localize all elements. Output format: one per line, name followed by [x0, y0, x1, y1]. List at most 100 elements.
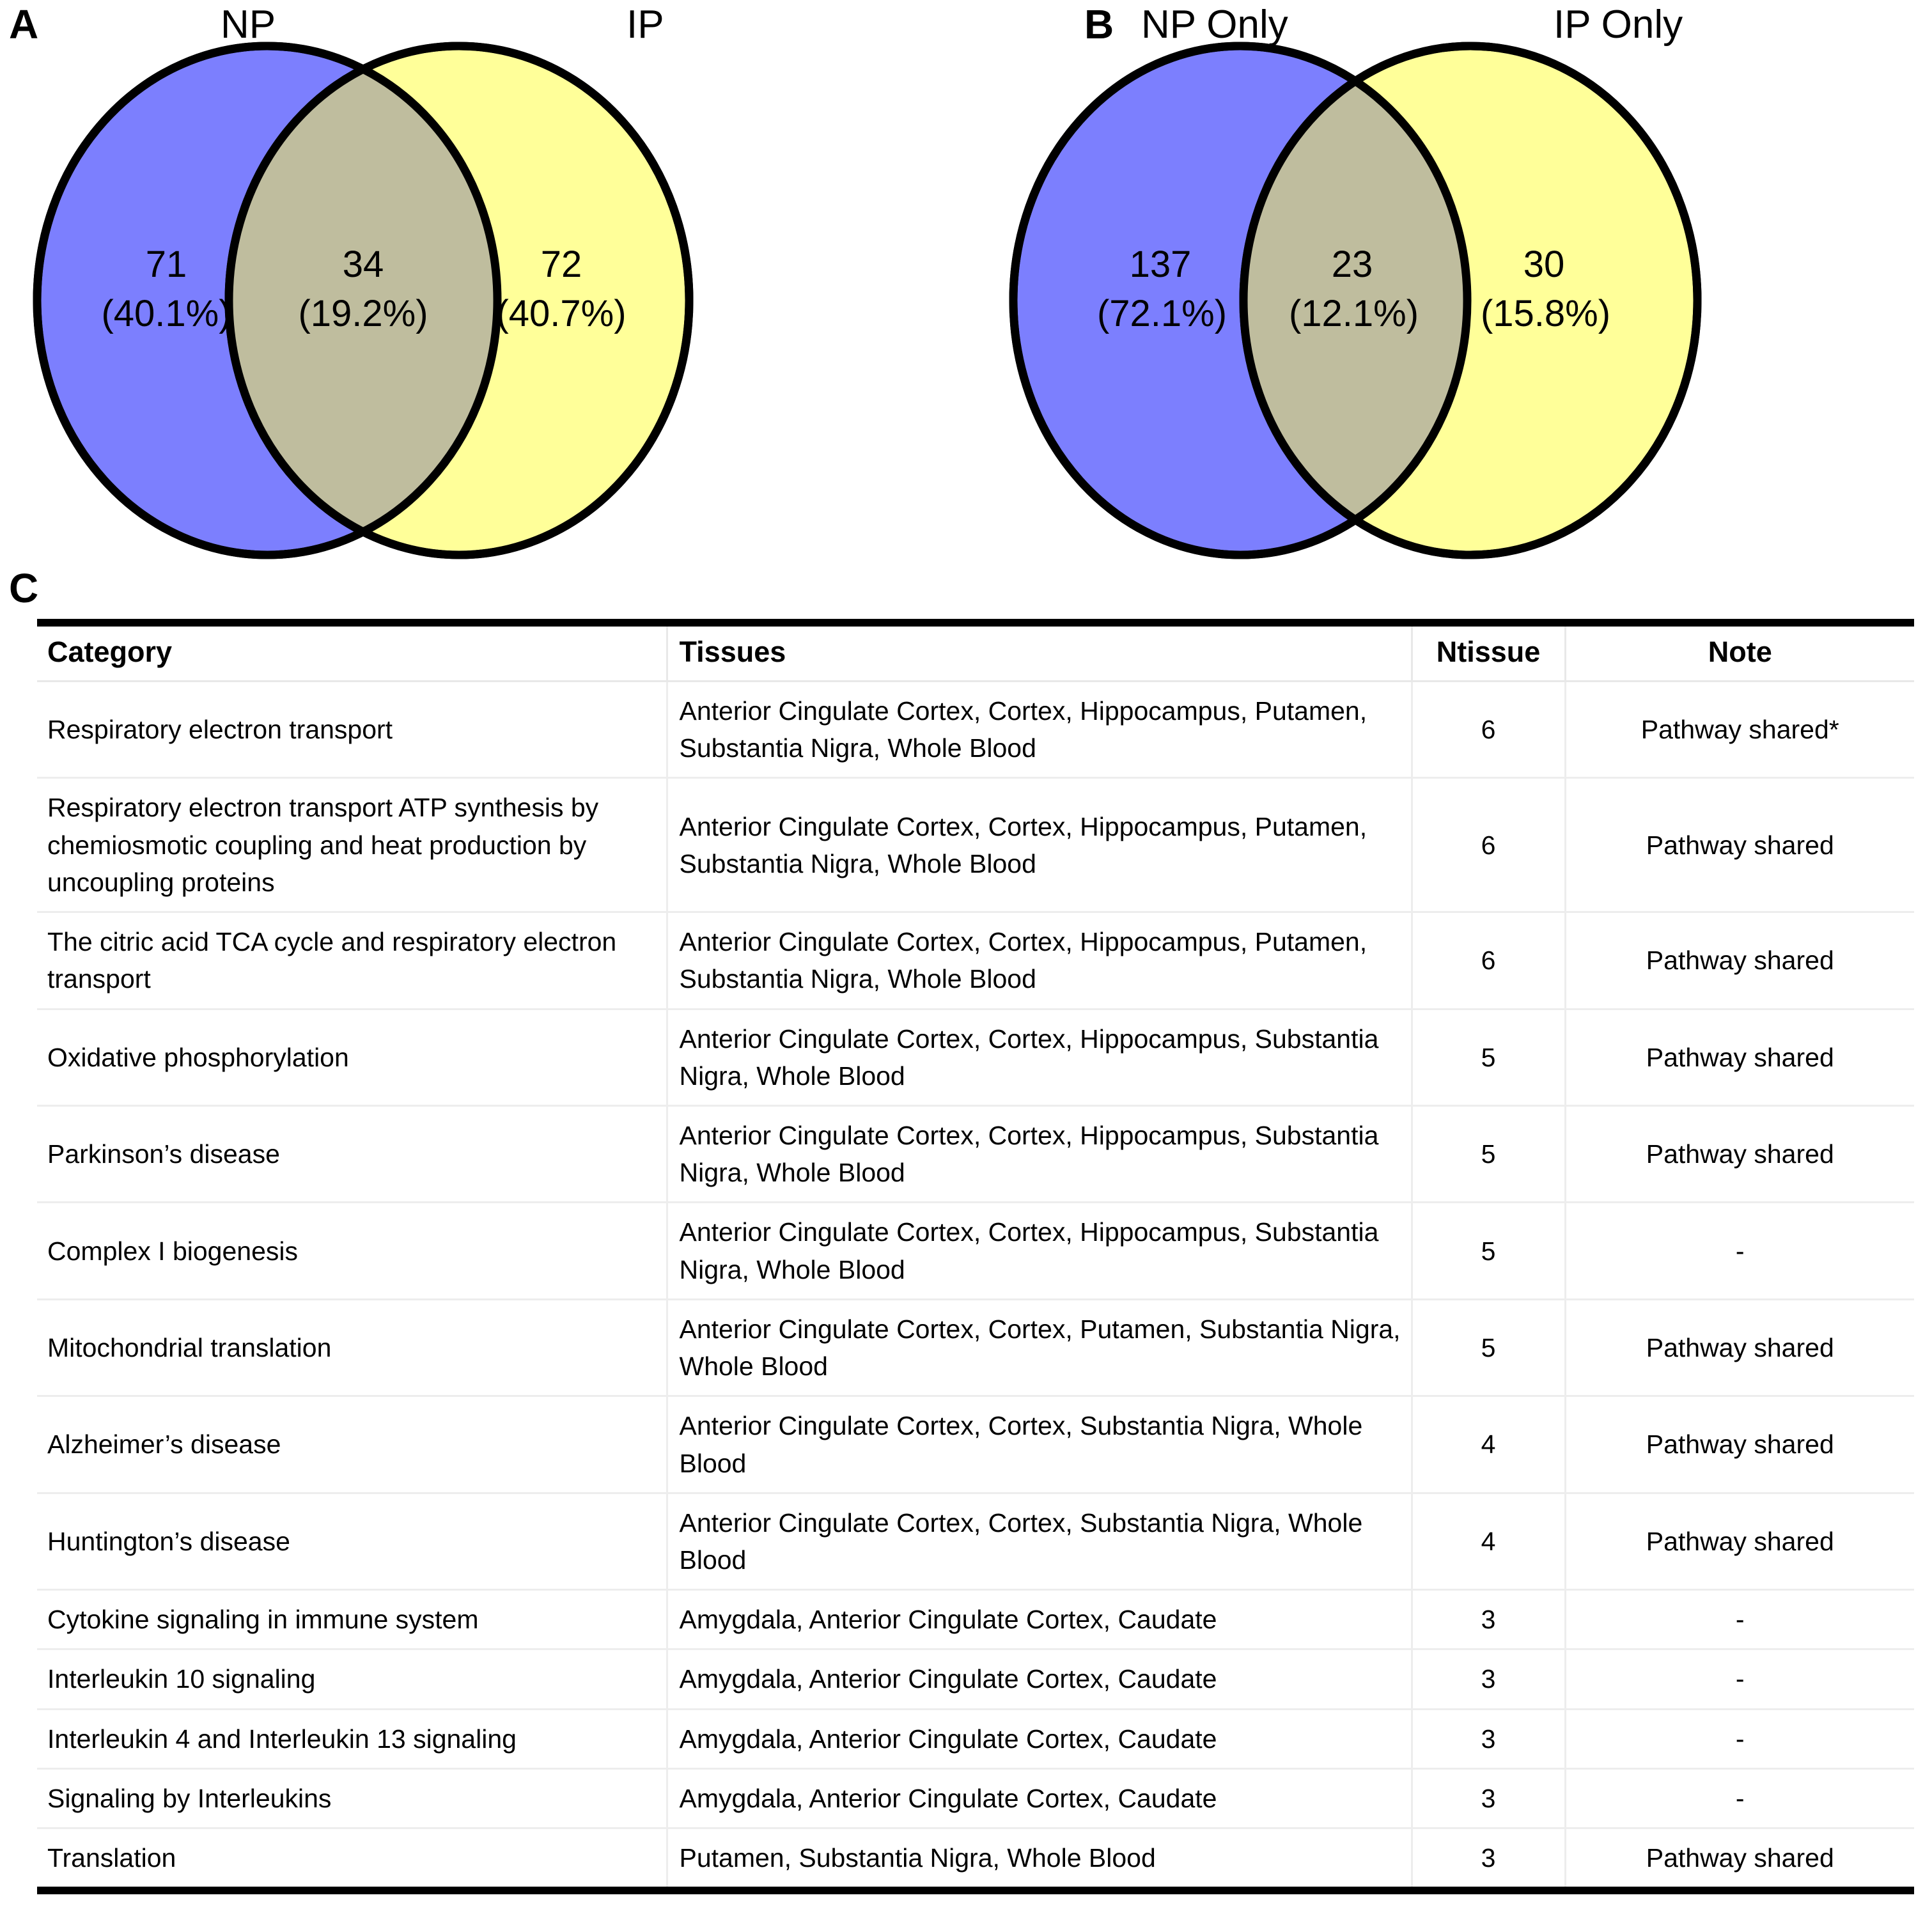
- cell-tissues: Anterior Cingulate Cortex, Cortex, Hippo…: [666, 777, 1412, 914]
- cell-tissues: Anterior Cingulate Cortex, Cortex, Subst…: [666, 1493, 1412, 1591]
- panel-c-letter: C: [9, 565, 39, 611]
- cell-note: -: [1564, 1768, 1914, 1830]
- cell-ntissue: 5: [1410, 1202, 1565, 1300]
- cell-tissues: Amygdala, Anterior Cingulate Cortex, Cau…: [666, 1768, 1412, 1830]
- cell-tissues: Putamen, Substantia Nigra, Whole Blood: [666, 1828, 1412, 1895]
- pathway-table-wrapper: Category Tissues Ntissue Note Respirator…: [37, 619, 1914, 1895]
- cell-note: Pathway shared: [1564, 1299, 1914, 1398]
- cell-note: Pathway shared: [1564, 912, 1914, 1010]
- venn-a-intersection-percent: (19.2%): [298, 293, 428, 334]
- pathway-table: Category Tissues Ntissue Note Respirator…: [37, 619, 1914, 1895]
- cell-ntissue: 4: [1410, 1396, 1565, 1494]
- venn-b-right-percent: (15.8%): [1480, 293, 1611, 334]
- venn-a-intersection: [229, 46, 497, 555]
- column-header-category: Category: [37, 619, 667, 682]
- cell-note: -: [1564, 1709, 1914, 1770]
- cell-tissues: Anterior Cingulate Cortex, Cortex, Hippo…: [666, 1202, 1412, 1300]
- venn-a-left-count: 71: [145, 244, 187, 285]
- cell-note: -: [1564, 1202, 1914, 1300]
- cell-tissues: Anterior Cingulate Cortex, Cortex, Hippo…: [666, 1105, 1412, 1204]
- cell-tissues: Anterior Cingulate Cortex, Cortex, Hippo…: [666, 1009, 1412, 1107]
- venn-b-intersection-count: 23: [1331, 244, 1373, 285]
- cell-ntissue: 3: [1410, 1828, 1565, 1895]
- venn-a-right-set-label: IP: [627, 3, 664, 47]
- cell-category: Cytokine signaling in immune system: [37, 1589, 667, 1651]
- venn-b-right-count: 30: [1523, 244, 1565, 285]
- venn-b-diagram: [1009, 42, 1702, 559]
- cell-note: Pathway shared: [1564, 777, 1914, 914]
- cell-category: Respiratory electron transport: [37, 681, 667, 779]
- cell-ntissue: 3: [1410, 1709, 1565, 1770]
- cell-tissues: Anterior Cingulate Cortex, Cortex, Putam…: [666, 1299, 1412, 1398]
- venn-b-right-set-label: IP Only: [1554, 3, 1683, 47]
- venn-a-right-percent: (40.7%): [496, 293, 627, 334]
- table-row: Interleukin 4 and Interleukin 13 signali…: [37, 1709, 1914, 1770]
- venn-a-left-percent: (40.1%): [101, 293, 231, 334]
- cell-ntissue: 5: [1410, 1009, 1565, 1107]
- venn-a-intersection-count: 34: [342, 244, 384, 285]
- table-header-row: Category Tissues Ntissue Note: [37, 619, 1914, 682]
- cell-note: Pathway shared*: [1564, 681, 1914, 779]
- venn-panel-a: A NP IP 71 (40.1%) 34 (19.2%) 72 (40.7%): [0, 0, 953, 575]
- cell-ntissue: 3: [1410, 1649, 1565, 1710]
- venn-a-left-set-label: NP: [221, 3, 276, 47]
- cell-category: Signaling by Interleukins: [37, 1768, 667, 1830]
- cell-ntissue: 4: [1410, 1493, 1565, 1591]
- cell-tissues: Anterior Cingulate Cortex, Cortex, Subst…: [666, 1396, 1412, 1494]
- column-header-note: Note: [1564, 619, 1914, 682]
- cell-ntissue: 6: [1410, 912, 1565, 1010]
- cell-tissues: Amygdala, Anterior Cingulate Cortex, Cau…: [666, 1589, 1412, 1651]
- column-header-ntissue: Ntissue: [1410, 619, 1565, 682]
- cell-category: Oxidative phosphorylation: [37, 1009, 667, 1107]
- cell-ntissue: 6: [1410, 777, 1565, 914]
- venn-b-intersection: [1243, 46, 1467, 555]
- venn-b-left-count: 137: [1129, 244, 1192, 285]
- venn-panel-b: B NP Only IP Only 137 (72.1%) 23 (12.1%)…: [985, 0, 1932, 575]
- venn-a-right-count: 72: [540, 244, 582, 285]
- venn-a-diagram: [33, 42, 694, 559]
- cell-note: Pathway shared: [1564, 1396, 1914, 1494]
- cell-category: Translation: [37, 1828, 667, 1895]
- venn-b-left-set-label: NP Only: [1141, 3, 1288, 47]
- cell-ntissue: 5: [1410, 1299, 1565, 1398]
- cell-note: Pathway shared: [1564, 1009, 1914, 1107]
- venn-b-intersection-percent: (12.1%): [1288, 293, 1419, 334]
- cell-note: Pathway shared: [1564, 1493, 1914, 1591]
- cell-category: Huntington’s disease: [37, 1493, 667, 1591]
- cell-ntissue: 3: [1410, 1589, 1565, 1651]
- cell-ntissue: 6: [1410, 681, 1565, 779]
- cell-tissues: Amygdala, Anterior Cingulate Cortex, Cau…: [666, 1709, 1412, 1770]
- cell-category: Respiratory electron transport ATP synth…: [37, 777, 667, 914]
- cell-tissues: Anterior Cingulate Cortex, Cortex, Hippo…: [666, 912, 1412, 1010]
- cell-category: Interleukin 10 signaling: [37, 1649, 667, 1710]
- panel-b-letter: B: [1084, 1, 1114, 47]
- venn-b-left-percent: (72.1%): [1096, 293, 1227, 334]
- cell-ntissue: 5: [1410, 1105, 1565, 1204]
- cell-tissues: Anterior Cingulate Cortex, Cortex, Hippo…: [666, 681, 1412, 779]
- cell-category: The citric acid TCA cycle and respirator…: [37, 912, 667, 1010]
- table-header: Category Tissues Ntissue Note: [37, 619, 1914, 682]
- column-header-tissues: Tissues: [666, 619, 1412, 682]
- cell-category: Alzheimer’s disease: [37, 1396, 667, 1494]
- cell-note: Pathway shared: [1564, 1828, 1914, 1895]
- panel-a-letter: A: [9, 1, 39, 47]
- table-row: The citric acid TCA cycle and respirator…: [37, 912, 1914, 1010]
- cell-category: Mitochondrial translation: [37, 1299, 667, 1398]
- cell-category: Complex I biogenesis: [37, 1202, 667, 1300]
- cell-note: -: [1564, 1649, 1914, 1710]
- cell-category: Parkinson’s disease: [37, 1105, 667, 1204]
- cell-note: Pathway shared: [1564, 1105, 1914, 1204]
- cell-tissues: Amygdala, Anterior Cingulate Cortex, Cau…: [666, 1649, 1412, 1710]
